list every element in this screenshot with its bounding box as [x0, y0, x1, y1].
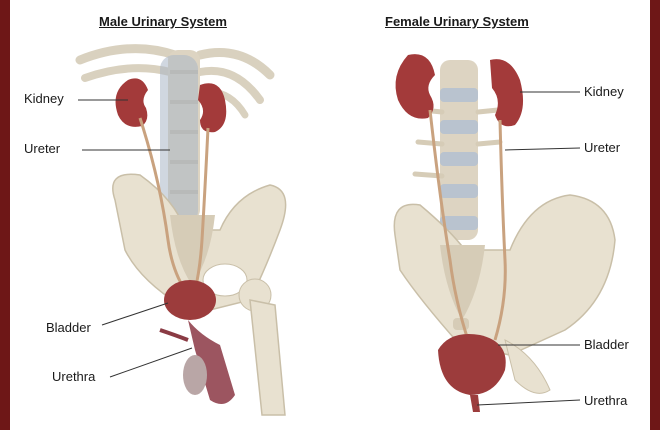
female-ureter-label: Ureter — [584, 140, 620, 155]
male-skeleton — [80, 49, 286, 415]
female-bladder-label: Bladder — [584, 337, 629, 352]
female-urethra-label: Urethra — [584, 393, 627, 408]
figure-frame: Male Urinary System Female Urinary Syste… — [10, 0, 650, 430]
female-kidney-label: Kidney — [584, 84, 624, 99]
male-urethra-label: Urethra — [52, 369, 95, 384]
anatomy-illustration — [10, 0, 650, 430]
male-panel-title: Male Urinary System — [99, 14, 227, 29]
male-kidney-label: Kidney — [24, 91, 64, 106]
female-panel-title: Female Urinary System — [385, 14, 529, 29]
male-bladder-label: Bladder — [46, 320, 91, 335]
female-skeleton — [394, 54, 615, 412]
male-ureter-label: Ureter — [24, 141, 60, 156]
